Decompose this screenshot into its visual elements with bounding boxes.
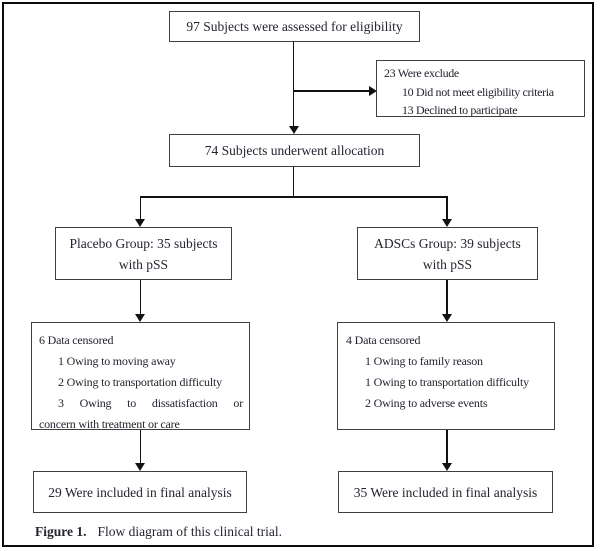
placebo-final-text: 29 Were included in final analysis: [48, 484, 232, 500]
placebo-to-final-line: [139, 430, 142, 463]
adscs-censored-item: 2 Owing to adverse events: [365, 396, 488, 410]
adscs-to-censored-line: [446, 280, 448, 314]
figure-caption: Figure 1. Flow diagram of this clinical t…: [35, 524, 282, 540]
arrow-down-icon: [135, 219, 146, 227]
placebo-group-line2: with pSS: [118, 256, 169, 272]
adscs-censored-box: 4 Data censored 1 Owing to family reason…: [337, 322, 555, 430]
adscs-final-text: 35 Were included in final analysis: [353, 484, 538, 500]
assessed-text: 97 Subjects were assessed for eligibilit…: [186, 19, 403, 34]
adscs-final-box: 35 Were included in final analysis: [338, 471, 553, 513]
split-cross-line: [140, 196, 448, 198]
placebo-censored-title: 6 Data censored: [39, 333, 114, 347]
split-right-line: [446, 196, 448, 219]
arrow-down-icon: [442, 463, 452, 471]
adscs-group-line2: with pSS: [422, 256, 473, 272]
arrow-down-icon: [288, 126, 299, 134]
arrow-down-icon: [442, 314, 452, 322]
split-left-line: [139, 196, 142, 219]
placebo-censored-item: 3 Owing to dissatisfaction or: [58, 396, 243, 410]
adscs-to-final-line: [446, 430, 448, 463]
arrow-down-icon: [442, 219, 452, 227]
excluded-item: 13 Declined to participate: [402, 103, 518, 117]
placebo-group-line1: Placebo Group: 35 subjects: [69, 235, 218, 251]
assessed-box: 97 Subjects were assessed for eligibilit…: [169, 11, 420, 42]
arrow-right-icon: [369, 86, 377, 97]
adscs-censored-title: 4 Data censored: [346, 333, 421, 347]
placebo-censored-item: 1 Owing to moving away: [58, 354, 176, 368]
placebo-to-censored-line: [139, 280, 142, 314]
adscs-censored-item: 1 Owing to transportation difficulty: [365, 375, 529, 389]
placebo-censored-item-continued: concern with treatment or care: [39, 417, 180, 431]
arrow-down-icon: [135, 463, 146, 471]
allocation-text: 74 Subjects underwent allocation: [204, 143, 385, 158]
excluded-title: 23 Were exclude: [384, 66, 459, 80]
allocation-box: 74 Subjects underwent allocation: [169, 134, 420, 167]
placebo-group-box: Placebo Group: 35 subjects with pSS: [55, 227, 232, 280]
placebo-censored-box: 6 Data censored 1 Owing to moving away 2…: [31, 322, 250, 431]
adscs-censored-item: 1 Owing to family reason: [365, 354, 483, 368]
excluded-item: 10 Did not meet eligibility criteria: [402, 84, 554, 99]
excluded-box: 23 Were exclude 10 Did not meet eligibil…: [376, 60, 585, 117]
figure-caption-text: Flow diagram of this clinical trial.: [97, 524, 282, 539]
placebo-censored-item: 2 Owing to transportation difficulty: [58, 375, 222, 389]
adscs-group-box: ADSCs Group: 39 subjects with pSS: [357, 227, 538, 280]
arrow-to-excluded-line: [293, 90, 369, 92]
arrow-assessed-to-allocation-line: [292, 42, 295, 126]
split-stem-line: [292, 167, 295, 197]
adscs-group-line1: ADSCs Group: 39 subjects: [374, 235, 521, 251]
arrow-down-icon: [135, 314, 146, 322]
figure-caption-label: Figure 1.: [35, 524, 87, 539]
placebo-final-box: 29 Were included in final analysis: [33, 471, 247, 513]
